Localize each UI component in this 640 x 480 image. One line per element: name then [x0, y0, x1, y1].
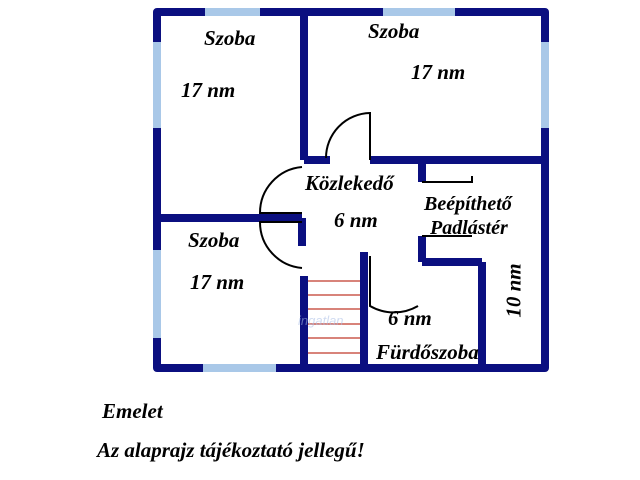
room-name-line1: Beépíthető	[424, 193, 512, 215]
room-area: 10 nm	[501, 263, 526, 318]
windows	[153, 8, 549, 372]
room-name: Szoba	[204, 26, 256, 50]
floor-caption: Emelet	[102, 399, 163, 423]
room-name: Szoba	[368, 19, 420, 43]
room-area: 17 nm	[411, 60, 466, 84]
door-swing	[325, 111, 371, 160]
disclaimer-caption: Az alaprajz tájékoztató jellegű!	[97, 438, 365, 462]
room-area: 6 nm	[334, 208, 378, 232]
room-name: Közlekedő	[305, 171, 394, 195]
door-swing	[258, 166, 303, 214]
room-name-line2: Padlástér	[430, 217, 508, 239]
room-name: Szoba	[188, 228, 240, 252]
room-area: 17 nm	[181, 78, 236, 102]
watermark: ingatlan	[298, 313, 344, 328]
door-swing	[422, 176, 473, 183]
room-area: 17 nm	[190, 270, 245, 294]
staircase	[308, 280, 360, 354]
door-swings	[258, 111, 473, 314]
room-area: 6 nm	[388, 306, 432, 330]
room-name: Fürdőszoba	[376, 340, 479, 364]
door-swing	[258, 221, 303, 269]
door-swing	[369, 256, 419, 314]
